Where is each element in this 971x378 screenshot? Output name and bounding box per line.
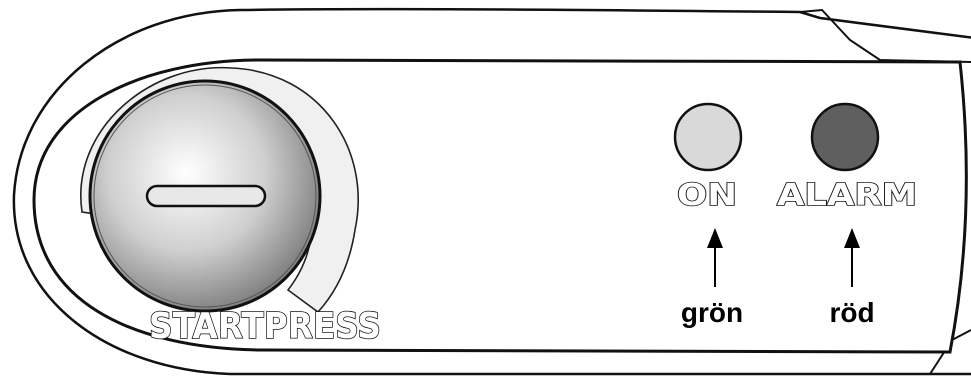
on-indicator-label: ON	[677, 178, 737, 213]
knob-label: STARTPRESS	[149, 306, 381, 347]
on-caption: grön	[681, 297, 743, 328]
knob-slot	[147, 186, 265, 206]
alarm-indicator-light	[812, 104, 878, 170]
alarm-indicator-label: ALARM	[777, 178, 917, 213]
on-indicator-light	[675, 104, 741, 170]
alarm-caption: röd	[829, 297, 874, 328]
